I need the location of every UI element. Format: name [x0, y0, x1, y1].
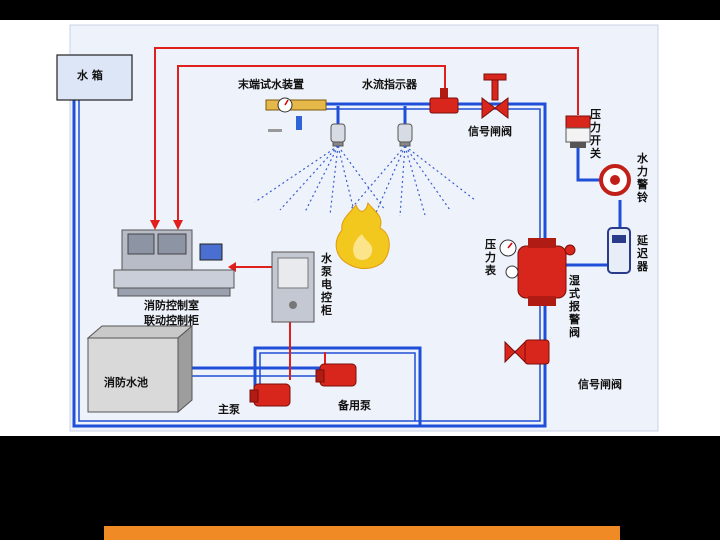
delay-device-label: 延迟器 [637, 234, 648, 273]
fire-pool-label: 消防水池 [104, 376, 148, 389]
pressure-gauge [499, 239, 519, 279]
fire-control-room-label-2: 联动控制柜 [144, 314, 199, 327]
signal-valve-top [481, 73, 509, 120]
water-alarm-bell [599, 164, 631, 196]
end-test-device-label: 末端试水装置 [238, 78, 304, 91]
flow-indicator [429, 97, 459, 114]
water-tank [56, 54, 133, 101]
signal-valve-bottom-label: 信号闸阀 [578, 378, 622, 391]
wet-alarm-valve-label: 湿式报警阀 [569, 274, 580, 339]
pressure-gauge-label: 压力表 [485, 238, 496, 277]
pump-control-cabinet [271, 251, 315, 323]
water-alarm-bell-label: 水力警铃 [637, 152, 648, 204]
end-test-device [265, 97, 327, 132]
main-pump-label: 主泵 [218, 403, 240, 416]
standby-pump [315, 363, 357, 387]
pressure-switch [565, 115, 591, 148]
signal-valve-top-label: 信号闸阀 [468, 125, 512, 138]
wet-alarm-valve [517, 238, 576, 306]
main-pump [249, 383, 291, 407]
flow-indicator-label: 水流指示器 [362, 78, 417, 91]
diagram-svg [56, 24, 659, 432]
delay-device [607, 227, 631, 274]
fire-control-console [113, 229, 235, 297]
water-tank-label: 水 箱 [77, 69, 103, 82]
system-diagram-slide: 水 箱 末端试水装置 水流指示器 信号闸阀 压力开关 水力警铃 延迟器 压力表 … [0, 20, 720, 436]
standby-pump-label: 备用泵 [338, 399, 371, 412]
bottom-orange-bar [104, 526, 620, 540]
fire-pool [86, 324, 194, 414]
fire-control-room-label-1: 消防控制室 [144, 299, 199, 312]
sprinkler-spray [254, 145, 476, 217]
pump-control-cabinet-label: 水泵电控柜 [321, 252, 332, 317]
pressure-switch-label: 压力开关 [590, 108, 601, 160]
signal-lines [154, 47, 579, 380]
signal-valve-bottom [504, 339, 550, 365]
